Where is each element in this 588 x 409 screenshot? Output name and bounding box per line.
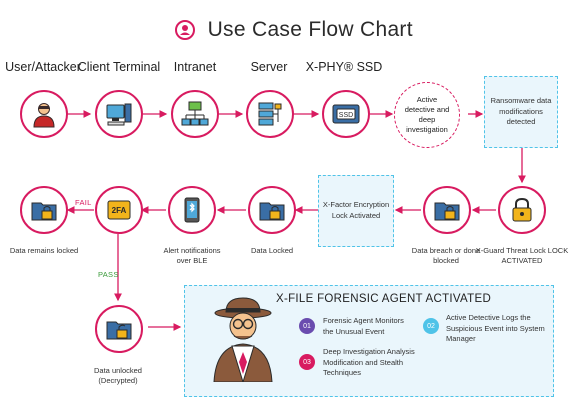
intranet-node — [171, 90, 219, 138]
ransomware-box: Ransomware data modifications detected — [484, 76, 558, 148]
folder-unlock-icon — [106, 321, 132, 340]
remains-locked-node — [20, 186, 68, 234]
breach-node — [423, 186, 471, 234]
server-icon — [258, 102, 282, 126]
xphy-ssd-node: SSD — [322, 90, 370, 138]
twofa-icon: 2FA — [107, 200, 131, 220]
encryption-box: X-Factor Encryption Lock Activated — [318, 175, 394, 247]
twofa-node: 2FA — [95, 186, 143, 234]
col-label-server: Server — [250, 60, 288, 74]
alert-node — [168, 186, 216, 234]
ssd-text: SSD — [339, 112, 353, 119]
step-03-text: Deep Investigation Analysis Modification… — [323, 347, 415, 377]
remains-locked-label: Data remains locked — [9, 246, 79, 255]
step-02-badge: 02 — [423, 318, 439, 334]
page-title: Use Case Flow Chart — [207, 18, 413, 41]
xguard-label: X-Guard Threat Lock LOCK ACTIVATED — [475, 246, 569, 265]
data-locked-label: Data Locked — [250, 246, 294, 255]
client-terminal-node — [95, 90, 143, 138]
computer-icon — [106, 103, 132, 126]
folder-lock-icon — [434, 202, 460, 221]
unlocked-node — [95, 305, 143, 353]
step-03-badge: 03 — [299, 354, 315, 370]
twofa-text: 2FA — [112, 206, 127, 215]
encryption-text: X-Factor Encryption Lock Activated — [322, 200, 390, 220]
unlocked-label: Data unlocked (Decrypted) — [94, 366, 142, 385]
detective-icon — [213, 297, 273, 382]
ssd-icon: SSD — [332, 104, 360, 124]
data-locked-node — [248, 186, 296, 234]
folder-lock-icon — [31, 202, 57, 221]
forensic-title: X-FILE FORENSIC AGENT ACTIVATED — [276, 293, 492, 305]
pass-tag: PASS — [98, 270, 119, 279]
alert-label: Alert notifications over BLE — [163, 246, 221, 265]
phone-bluetooth-icon — [184, 197, 200, 223]
user-circle-icon — [175, 20, 196, 40]
ransomware-text: Ransomware data modifications detected — [490, 95, 552, 127]
server-node — [246, 90, 294, 138]
xguard-lock-node — [498, 186, 546, 234]
col-label-intranet: Intranet — [173, 60, 217, 74]
step-01-badge: 01 — [299, 318, 315, 334]
col-label-ssd: X-PHY® SSD — [305, 60, 383, 74]
user-attacker-node — [20, 90, 68, 138]
network-icon — [181, 101, 209, 126]
folder-lock-icon — [259, 202, 285, 221]
breach-label: Data breach or done blocked — [411, 246, 481, 265]
col-label-client: Client Terminal — [77, 60, 161, 74]
active-detective-circle: Active detective and deep investigation — [394, 82, 460, 148]
active-detective-text: Active detective and deep investigation — [404, 94, 450, 135]
step-02-text: Active Detective Logs the Suspicious Eve… — [446, 313, 545, 343]
padlock-icon — [512, 197, 532, 222]
col-label-user: User/Attacker — [5, 60, 81, 74]
hacker-icon — [33, 103, 55, 128]
title-bar: Use Case Flow Chart — [0, 18, 588, 42]
fail-tag: FAIL — [75, 198, 92, 207]
step-01-text: Forensic Agent Monitors the Unusual Even… — [323, 316, 404, 336]
